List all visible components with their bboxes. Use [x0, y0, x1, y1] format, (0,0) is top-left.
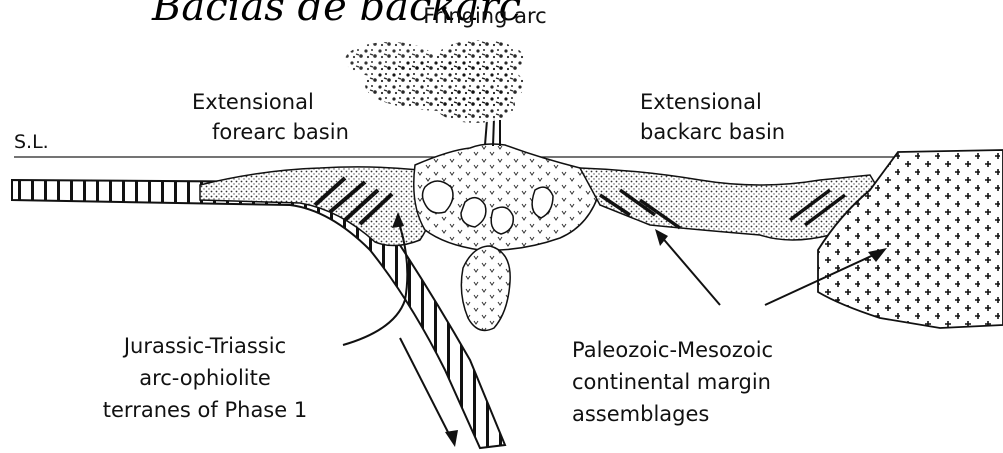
terranes-label-line1: Jurassic-Triassic [80, 332, 330, 360]
fringing-arc-label: Fringing arc [410, 2, 560, 30]
backarc-label-line1: Extensional [640, 88, 762, 116]
forearc-basin [200, 167, 433, 246]
volcano-conduit [485, 118, 500, 146]
terranes-label-line3: terranes of Phase 1 [80, 396, 330, 424]
forearc-label-line1: Extensional [192, 88, 314, 116]
forearc-label-line2: forearc basin [212, 118, 349, 146]
sea-level-label: S.L. [14, 131, 49, 153]
margin-label-line3: assemblages [572, 400, 709, 428]
pluton [491, 207, 513, 234]
terranes-label-line2: arc-ophiolite [80, 364, 330, 392]
margin-label-line1: Paleozoic-Mesozoic [572, 336, 773, 364]
margin-label-line2: continental margin [572, 368, 771, 396]
volcanic-plume [345, 40, 525, 123]
root-pluton [461, 246, 510, 330]
pluton [423, 181, 454, 213]
backarc-label-line2: backarc basin [640, 118, 785, 146]
